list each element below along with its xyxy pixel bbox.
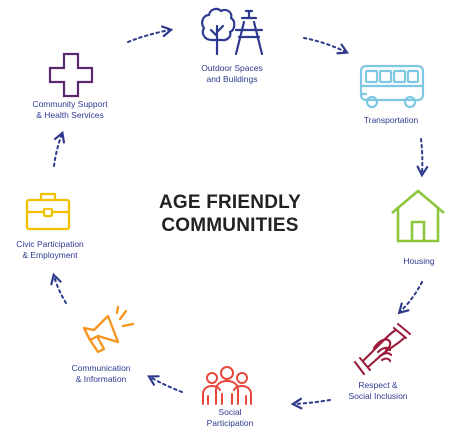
domain-label-civic: Civic Participation & Employment [16, 239, 84, 260]
arrow-outdoor-to-transport [303, 37, 350, 55]
medical-cross-icon [48, 52, 94, 98]
arrow-health-to-outdoor [127, 25, 174, 43]
domain-label-housing: Housing [403, 256, 435, 266]
arrow-respect-to-social [290, 397, 331, 410]
handshake-icon [353, 322, 412, 376]
domain-label-respect: Respect & Social Inclusion [348, 380, 408, 401]
arrow-communication-to-civic [50, 272, 67, 304]
diagram-title: AGE FRIENDLY COMMUNITIES [135, 191, 325, 237]
bus-icon [359, 64, 425, 109]
briefcase-icon [25, 192, 71, 231]
title-line-2: COMMUNITIES [161, 215, 299, 236]
title-line-1: AGE FRIENDLY [158, 192, 302, 213]
domain-label-health: Community Support & Health Services [32, 99, 108, 120]
people-group-icon [202, 366, 252, 405]
tree-picnic-table-icon [201, 7, 264, 56]
domain-label-communication: Communication & Information [71, 363, 131, 384]
arrow-civic-to-health [53, 130, 66, 167]
arrow-housing-to-respect [397, 281, 423, 315]
house-icon [391, 189, 445, 243]
arrow-social-to-communication [147, 375, 183, 393]
domain-label-outdoor: Outdoor Spaces and Buildings [201, 63, 263, 84]
domain-label-transportation: Transportation [363, 115, 419, 125]
arrow-transport-to-housing [416, 138, 429, 178]
megaphone-icon [82, 305, 135, 354]
domain-label-social: Social Participation [206, 407, 254, 428]
